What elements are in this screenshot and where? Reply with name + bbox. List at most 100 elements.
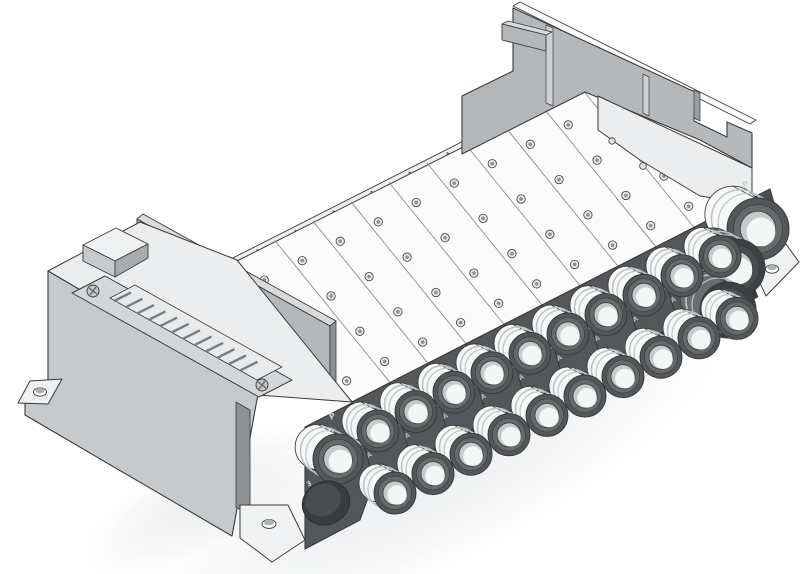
tube-bore-highlight xyxy=(653,349,673,370)
station-port-label-A: A xyxy=(479,392,487,401)
station-screw-hole xyxy=(516,194,526,204)
fitting-body-edge xyxy=(732,185,759,200)
tube-bore-highlight xyxy=(446,384,466,405)
screw-hole-center xyxy=(624,193,628,198)
upper-row-fitting xyxy=(645,246,704,298)
station-divider xyxy=(312,220,429,364)
screw-hole-center xyxy=(566,123,571,127)
screw-slot xyxy=(258,380,266,390)
wall-tab-face xyxy=(501,23,547,52)
station-screw-hole xyxy=(570,259,580,270)
cover-rib xyxy=(124,297,144,309)
left-port-label-3: 3 xyxy=(305,479,313,488)
station-screw-hole xyxy=(326,291,336,301)
wall-rib xyxy=(642,73,650,117)
screw-hole-center xyxy=(300,258,305,263)
lower-row-fitting xyxy=(472,405,531,457)
left-end-plate xyxy=(24,221,353,537)
tube-bore-highlight xyxy=(408,403,428,424)
screw-hole-center xyxy=(557,177,561,182)
upper-row-fitting xyxy=(531,304,590,356)
station-divider xyxy=(540,104,657,248)
cover-rib xyxy=(228,354,247,366)
station-screw-hole xyxy=(532,279,542,289)
cover-rib xyxy=(113,291,132,303)
mounting-foot-front xyxy=(239,504,306,563)
screw-hole-center xyxy=(396,310,400,314)
station-top-plates xyxy=(232,82,733,403)
foot-hole-shadow xyxy=(264,519,274,526)
station-screw-hole xyxy=(364,271,374,282)
right-port-label-P: P xyxy=(741,179,751,190)
screw-hole-center xyxy=(405,255,409,259)
lower-row-fitting xyxy=(396,444,455,496)
station-divider xyxy=(388,182,505,325)
plug-face xyxy=(305,483,341,517)
tube-bore-highlight xyxy=(691,330,711,350)
upper-row-fitting xyxy=(417,362,476,414)
station-screw-hole xyxy=(449,178,459,188)
foot-hole-shadow xyxy=(35,387,45,394)
screw-hole-center xyxy=(472,271,476,275)
cover-rib xyxy=(216,348,236,359)
screw-hole-center xyxy=(519,197,523,201)
tube-bore-highlight xyxy=(501,427,521,447)
foot-hole-shadow xyxy=(767,264,777,271)
station-screw-hole xyxy=(487,159,497,169)
pin-hole xyxy=(608,137,616,145)
lower-row-fitting xyxy=(548,366,607,418)
screw-hole-center xyxy=(434,290,438,295)
tube-bore-highlight xyxy=(615,368,635,389)
station-screw-hole xyxy=(507,249,517,259)
upper-row-fitting xyxy=(683,226,742,278)
cover-rib xyxy=(170,322,190,334)
station-port-label-A: A xyxy=(517,373,525,382)
right-end-plate xyxy=(597,95,753,205)
cover-screw xyxy=(255,378,269,392)
upper-row-fitting xyxy=(379,382,438,434)
tube-bore-highlight xyxy=(746,217,776,247)
station-screw-hole xyxy=(469,268,479,278)
station-port-label-A: A xyxy=(403,431,411,440)
station-port-label-A: A xyxy=(631,315,639,324)
station-screw-hole xyxy=(440,233,450,243)
screw-hole-center xyxy=(367,274,371,279)
station-screw-hole xyxy=(478,213,488,223)
station-screw-hole xyxy=(563,120,573,130)
station-screw-hole xyxy=(608,240,618,250)
exhaust-plug-left xyxy=(301,480,351,526)
station-port-label-A: A xyxy=(441,412,449,421)
screw-hole-center xyxy=(595,158,599,162)
station-port-label-A: A xyxy=(593,334,601,343)
screw-hole-center xyxy=(329,294,333,298)
screw-hole-center xyxy=(338,239,343,244)
foot-plate xyxy=(239,504,306,563)
station-screw-hole xyxy=(297,256,307,266)
station-screw-hole xyxy=(525,139,535,149)
pin-hole xyxy=(639,162,647,170)
upper-row-fitting xyxy=(607,265,666,317)
screw-hole-center xyxy=(414,200,419,205)
station-divider xyxy=(274,240,391,383)
tube-bore-highlight xyxy=(598,306,618,327)
station-port-label-A: A xyxy=(365,450,373,459)
station-screw-hole xyxy=(456,318,466,328)
tube-bore-highlight xyxy=(712,248,732,269)
fitting-body-edge xyxy=(712,227,737,241)
station-screw-hole xyxy=(393,307,403,317)
station-screw-hole xyxy=(554,174,564,185)
tube-bore-highlight xyxy=(370,423,390,443)
station-screw-hole xyxy=(402,252,412,262)
screw-hole-center xyxy=(496,301,501,306)
tube-bore-highlight xyxy=(484,365,504,385)
left-port-label-P: P xyxy=(328,411,338,422)
cover-rib xyxy=(239,360,259,372)
tube-bore-highlight xyxy=(729,310,749,331)
supply-fitting-left xyxy=(294,424,364,485)
lower-row-fitting xyxy=(586,347,645,399)
tube-bore-highlight xyxy=(539,407,559,428)
wall-rib xyxy=(545,24,554,107)
upper-row-fitting xyxy=(341,401,400,453)
